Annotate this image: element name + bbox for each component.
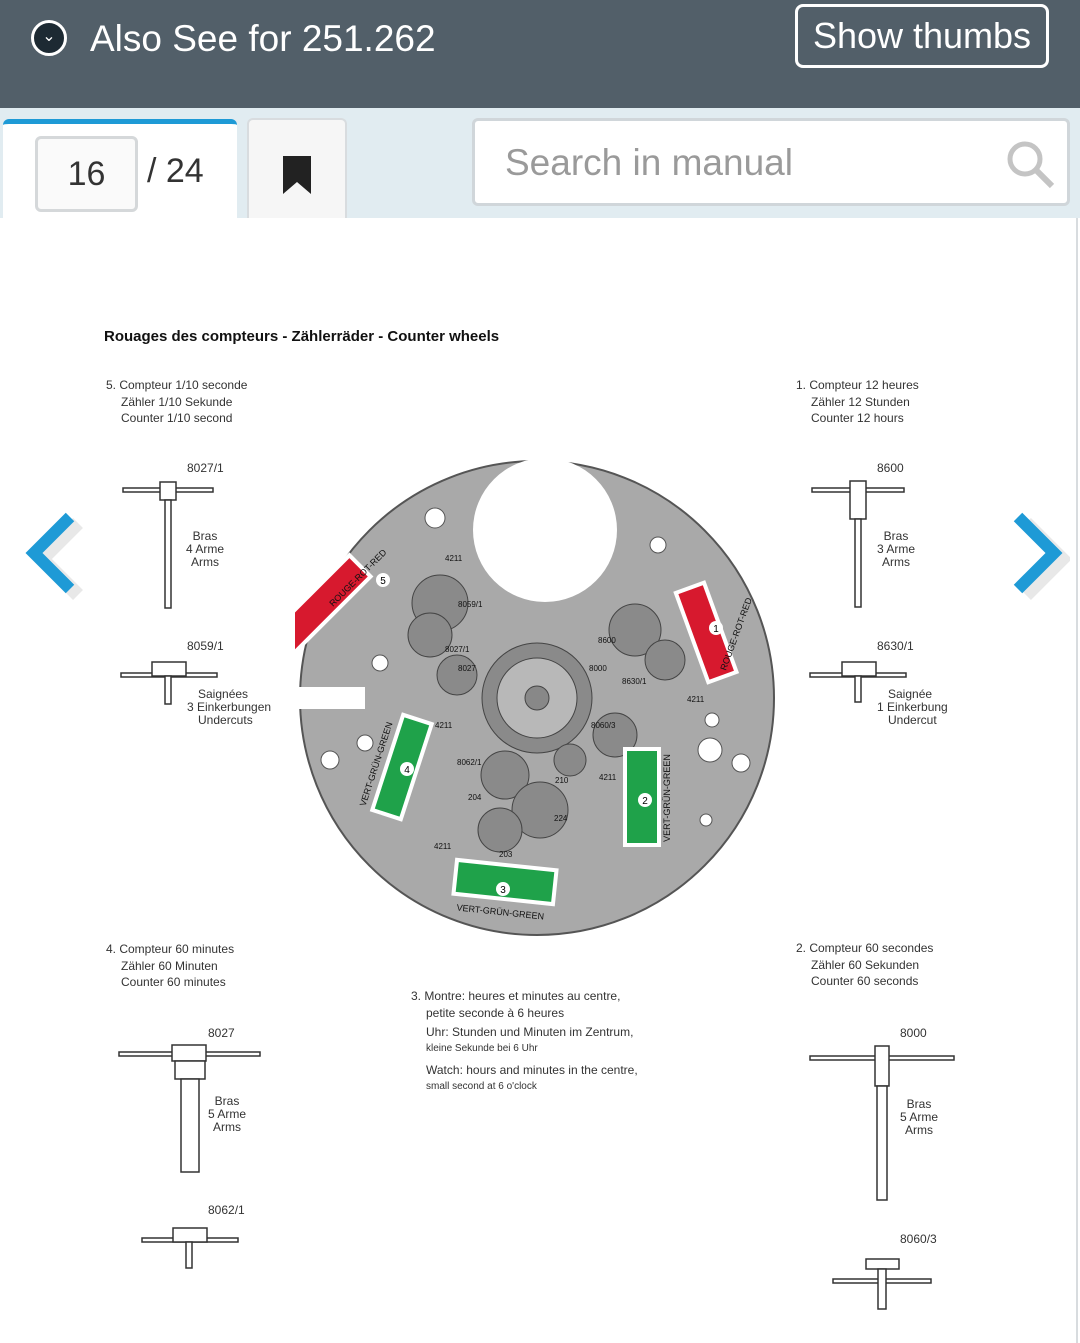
svg-text:8060/3: 8060/3	[591, 721, 616, 730]
page-number-input[interactable]: 16	[35, 136, 138, 212]
search-input[interactable]	[505, 137, 985, 189]
part-code: 8027	[208, 1026, 235, 1040]
top-header: ⌄ Also See for 251.262 Show thumbs	[0, 0, 1080, 108]
svg-text:210: 210	[555, 776, 569, 785]
part-code: 8000	[900, 1026, 927, 1040]
svg-text:2: 2	[642, 796, 648, 807]
part-code: 8600	[877, 461, 904, 475]
svg-text:8027: 8027	[458, 664, 476, 673]
chevron-down-icon[interactable]: ⌄	[31, 20, 67, 56]
svg-text:8600: 8600	[598, 636, 616, 645]
manual-page	[0, 218, 1078, 1343]
svg-text:4211: 4211	[435, 721, 453, 730]
movement-diagram: ROUGE-ROT-RED 5 ROUGE-ROT-RED 1 VERT-GRÜ…	[295, 460, 775, 936]
watch-3-caption: 3. Montre: heures et minutes au centre,p…	[411, 989, 638, 1092]
show-thumbs-button[interactable]: Show thumbs	[795, 4, 1049, 68]
part-code: 8059/1	[187, 639, 224, 653]
svg-text:224: 224	[554, 814, 568, 823]
search-box	[472, 118, 1070, 206]
also-see-title[interactable]: Also See for 251.262	[90, 18, 436, 59]
plate-holes	[320, 507, 751, 827]
svg-text:4211: 4211	[434, 842, 452, 851]
part-code: 8060/3	[900, 1232, 937, 1246]
svg-text:1: 1	[713, 624, 719, 635]
svg-text:8027/1: 8027/1	[445, 645, 470, 654]
svg-text:3: 3	[500, 885, 506, 896]
svg-text:8630/1: 8630/1	[622, 677, 647, 686]
green-strip-3: VERT-GRÜN-GREEN 3	[451, 857, 559, 922]
part-code: 8630/1	[877, 639, 914, 653]
svg-text:4211: 4211	[445, 554, 463, 563]
section-heading: Rouages des compteurs - Zählerräder - Co…	[104, 328, 500, 345]
diagram-part-labels: 4211 8059/1 8027/1 8027 8600 8000 8630/1…	[434, 554, 705, 859]
page-total: / 24	[147, 152, 204, 190]
gear-train	[407, 574, 686, 853]
svg-text:204: 204	[468, 793, 482, 802]
part-code: 8027/1	[187, 461, 224, 475]
prev-page-arrow-icon[interactable]	[18, 505, 88, 605]
part-code: 8062/1	[208, 1203, 245, 1217]
bookmark-button[interactable]	[247, 118, 347, 218]
svg-text:203: 203	[499, 850, 513, 859]
svg-text:8062/1: 8062/1	[457, 758, 482, 767]
search-icon[interactable]	[1005, 139, 1057, 191]
svg-text:5: 5	[380, 576, 386, 587]
bookmark-icon	[283, 156, 311, 194]
svg-text:4211: 4211	[599, 773, 617, 782]
svg-text:8000: 8000	[589, 664, 607, 673]
svg-text:4: 4	[404, 765, 410, 776]
next-page-arrow-icon[interactable]	[1000, 505, 1070, 605]
svg-text:8059/1: 8059/1	[458, 600, 483, 609]
svg-text:VERT-GRÜN-GREEN: VERT-GRÜN-GREEN	[662, 754, 672, 842]
svg-text:4211: 4211	[687, 695, 705, 704]
green-strip-2: VERT-GRÜN-GREEN 2	[623, 747, 672, 847]
